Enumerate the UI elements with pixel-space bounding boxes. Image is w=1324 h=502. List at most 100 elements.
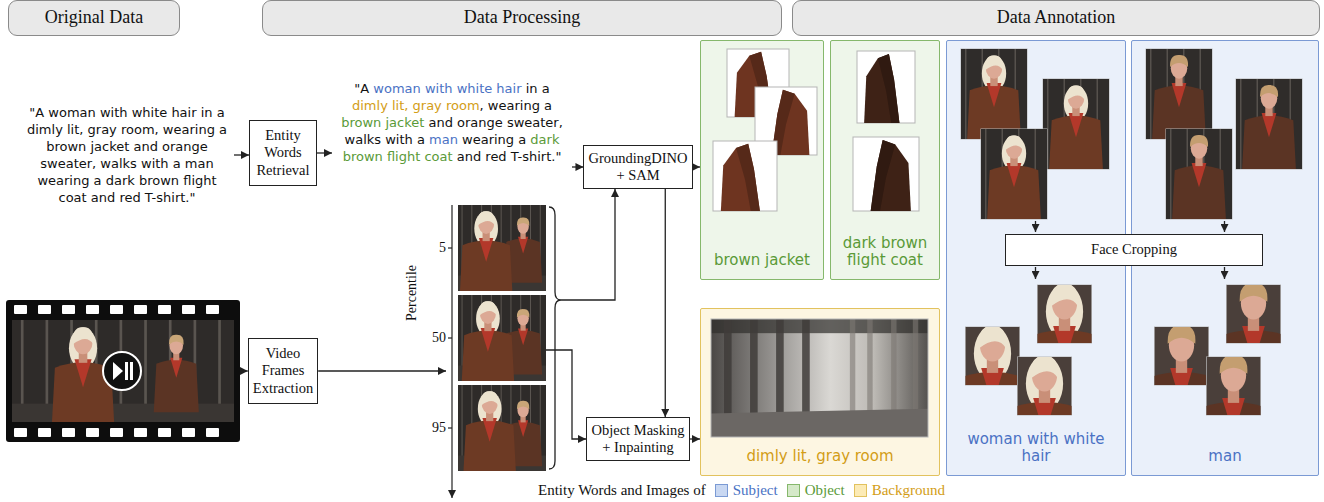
tagged-caption-text: "A woman with white hair in a dimly lit,… <box>336 80 568 166</box>
play-button <box>103 352 141 390</box>
legend-swatch <box>715 484 728 497</box>
axis-tick <box>448 337 452 338</box>
fringe <box>477 211 495 226</box>
process-box: Video Frames Extraction <box>248 338 318 404</box>
clipped-image <box>12 320 234 422</box>
hair <box>1168 327 1196 344</box>
plain-words: , wearing a <box>480 98 552 113</box>
film-perforation <box>182 428 195 437</box>
clipped-image <box>1155 327 1209 385</box>
entity-word: brown jacket <box>341 115 424 130</box>
legend-item: Subject <box>715 481 778 499</box>
garment-shade <box>870 140 895 211</box>
legend-text: Subject <box>733 481 778 499</box>
sweater <box>1172 83 1187 107</box>
garment-mask <box>864 54 900 123</box>
clipped-image <box>1018 357 1072 415</box>
hair <box>1260 85 1278 97</box>
flow-arrow <box>318 370 446 371</box>
plain-words: wearing a <box>458 132 530 147</box>
film-perforation <box>14 305 27 314</box>
entity-label: woman with white hair <box>953 431 1119 466</box>
sweater <box>479 238 493 262</box>
object-panel: brown jacket <box>700 40 824 280</box>
cage-bar <box>1240 79 1242 169</box>
connector-arrow <box>317 152 332 153</box>
percentile-axis <box>451 205 452 498</box>
cage-bar <box>1170 129 1172 219</box>
process-box: Entity Words Retrieval <box>249 120 317 186</box>
connector-arrow <box>665 189 666 417</box>
hair <box>1220 357 1248 374</box>
legend: Entity Words and Images of Subject Object B… <box>538 481 945 499</box>
curly-brace <box>549 207 561 469</box>
stage-header: Original Data <box>8 0 180 36</box>
hair <box>974 327 1011 381</box>
sweater <box>1192 163 1207 187</box>
legend-swatch <box>854 484 867 497</box>
caption-text-block: "A woman with white hair in a dimly lit,… <box>20 70 234 240</box>
fringe <box>1051 285 1079 307</box>
process-box: GroundingDINO + SAM <box>583 145 692 189</box>
sweater <box>74 359 91 387</box>
clipped-image <box>870 140 911 211</box>
hair <box>982 55 1006 91</box>
entity-word: man <box>429 132 458 147</box>
sweater <box>1069 113 1084 137</box>
connector-arrow <box>693 166 700 167</box>
connector-arrow <box>690 438 700 439</box>
axis-title: Percentile <box>403 265 421 321</box>
sweater <box>482 418 496 442</box>
legend-title: Entity Words and Images of <box>538 481 706 499</box>
sweater <box>518 420 528 437</box>
legend-text: Background <box>872 481 945 499</box>
cage-bar <box>1150 49 1152 139</box>
sweater <box>170 358 182 378</box>
film-perforation <box>158 428 171 437</box>
process-label: GroundingDINO + SAM <box>587 150 688 185</box>
hair <box>517 217 530 225</box>
header-text: Original Data <box>45 7 143 29</box>
pause-bar <box>130 362 133 380</box>
film-perforation <box>86 428 99 437</box>
process-box: Face Cropping <box>1005 234 1263 266</box>
hair <box>474 211 498 246</box>
entity-word: dimly lit, gray room <box>352 98 480 113</box>
process-label: Face Cropping <box>1091 241 1177 258</box>
sweater <box>481 328 495 352</box>
clipped-image <box>711 319 928 437</box>
image-panel <box>701 41 824 280</box>
sweater <box>518 328 528 345</box>
clipped-image <box>864 54 900 123</box>
arrow <box>1035 267 1036 279</box>
axis-tick <box>448 247 452 248</box>
process-label: Object Masking + Inpainting <box>590 422 686 457</box>
clipped-image <box>1227 285 1281 343</box>
process-box: Object Masking + Inpainting <box>586 417 690 461</box>
clipped-image <box>966 327 1020 385</box>
pause-bar <box>125 362 128 380</box>
hair <box>1240 285 1268 302</box>
cage-bar <box>985 129 987 219</box>
clipped-image <box>1038 285 1092 343</box>
legend-text: Object <box>805 481 845 499</box>
clipped-image <box>1207 357 1261 415</box>
plain-words: "A <box>354 81 373 96</box>
fringe <box>985 55 1003 70</box>
clipped-image <box>721 144 761 211</box>
film-perforation <box>182 305 195 314</box>
clipped-image <box>1236 79 1302 169</box>
scene-ground <box>12 320 234 422</box>
fringe <box>481 391 499 406</box>
object-panel: dark brown flight coat <box>830 40 940 280</box>
plain-words: and red T-shirt." <box>453 149 562 164</box>
film-perforation <box>62 305 75 314</box>
fringe <box>1067 85 1085 100</box>
room-ground <box>711 319 928 437</box>
entity-label: brown jacket <box>714 252 810 269</box>
hair <box>476 301 500 336</box>
film-strip <box>6 300 240 442</box>
fringe <box>1005 135 1023 150</box>
hair <box>517 401 530 409</box>
